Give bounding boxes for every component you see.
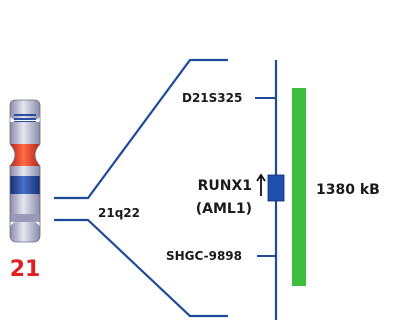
chromosome-number: 21 [10, 257, 41, 282]
gene-name: RUNX1 [198, 178, 252, 194]
chromosome-centromere [10, 144, 40, 166]
chromosome-q-arm [10, 166, 40, 176]
band-label: 21q22 [98, 206, 140, 220]
gene-box [268, 175, 284, 201]
chromosome-q-terminal [10, 222, 40, 242]
up-arrow-icon [257, 175, 265, 196]
marker-label-top: D21S325 [182, 91, 242, 105]
marker-label-bottom: SHGC-9898 [166, 249, 242, 263]
gene-alias: (AML1) [196, 201, 252, 217]
chromosome-band-stripe [14, 114, 36, 116]
chromosome-band-blue [10, 176, 40, 194]
zoom-line-bottom [54, 220, 228, 316]
chromosome-p-arm [10, 100, 40, 120]
probe-bar [292, 88, 306, 286]
chromosome-band-grey [10, 214, 40, 222]
chromosome-segment [10, 122, 40, 144]
chromosome-band-stripe [14, 118, 36, 120]
chromosome-ideogram [10, 100, 40, 242]
chromosome-band-light [10, 194, 40, 214]
probe-size-label: 1380 kB [316, 182, 380, 198]
